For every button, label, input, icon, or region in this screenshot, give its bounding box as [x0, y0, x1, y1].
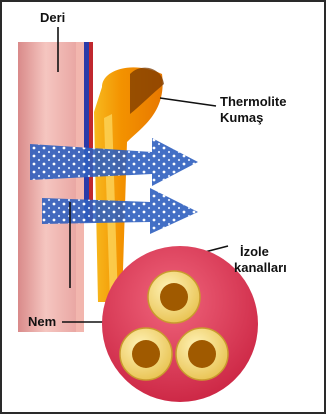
fabric-label-line2: Kumaş	[220, 110, 263, 125]
channels-label-line1: İzole	[240, 244, 269, 259]
fabric-pointer	[160, 98, 216, 106]
skin-label: Deri	[40, 10, 65, 25]
inner-blue-stripe	[84, 42, 89, 222]
fabric-label-line1: Thermolite	[220, 94, 286, 109]
moisture-label: Nem	[28, 314, 56, 329]
skin-edge	[76, 42, 84, 332]
channels-label-line2: kanalları	[234, 260, 287, 275]
inner-red-stripe	[89, 42, 93, 222]
skin-layer	[18, 42, 80, 332]
